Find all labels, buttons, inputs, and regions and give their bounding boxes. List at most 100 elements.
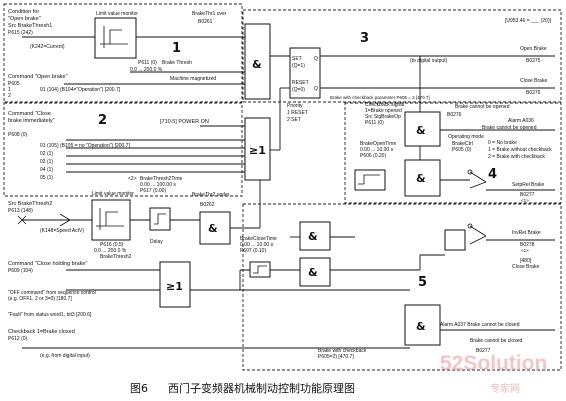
b0261-label: B0261 — [198, 19, 213, 25]
p609-label: P609 (104) — [8, 268, 33, 274]
rs-set-label: SET — [292, 56, 302, 62]
limit-monitor-2-block — [91, 199, 131, 241]
region-4-border — [344, 102, 562, 204]
brake-with-checkback-label: Brake with checkback — [318, 348, 367, 354]
cmd-close-hold-label: Command "Close holding brake" — [8, 261, 87, 267]
p607-range-label: 0.00 ... 10.00 s — [240, 242, 274, 248]
brakethresh2-label: BrakeThresh2 — [100, 254, 132, 260]
delay-block — [149, 207, 171, 231]
close-imm-l2: 02 (1) — [40, 151, 53, 157]
limit-monitor-1-block — [94, 17, 137, 59]
p605-2-label: 2 — [8, 93, 11, 99]
p605-label: P605 (0) — [452, 147, 472, 153]
close-imm-l5: 05 (1) — [40, 175, 53, 181]
p606-range-label: 0.00 ... 10.00 s — [360, 147, 394, 153]
gate-symbol-and-1: & — [252, 58, 262, 71]
region-label-2: 2 — [98, 113, 107, 128]
region-label-5: 5 — [418, 275, 427, 290]
prio2-label: 2 SET — [287, 117, 301, 123]
src-brakethresh1-label: Src BrakeThresh1 — [8, 23, 52, 29]
brakethr2-under-label: BrakeThr2 under — [192, 192, 230, 198]
b0276-label: B0276 — [447, 112, 462, 118]
caption-text: 西门子变频器机械制动控制功能原理图 — [168, 381, 355, 395]
inverter-block — [444, 229, 466, 251]
rs-flipflop — [289, 47, 321, 99]
and-gate-6 — [404, 159, 441, 197]
cmd-close-imm-label: Command "Close — [8, 111, 51, 117]
switch-icon-1 — [469, 171, 487, 189]
p605-0-label: P605 — [8, 81, 20, 87]
power-on-label: [710.5] POWER ON — [160, 119, 209, 125]
gate-symbol-and-2: & — [208, 222, 218, 235]
block-icons — [17, 26, 487, 274]
dsp-label: [U953.46 = ___ (20)] — [505, 18, 552, 24]
region-label-4: 4 — [488, 167, 497, 182]
digital-input-label: (e.g. from digital input) — [40, 353, 90, 359]
rs-qbar-label: Q — [314, 86, 318, 92]
delay-label: Delay — [150, 239, 163, 245]
region-borders — [3, 3, 562, 371]
signal-480-label: [480] — [520, 258, 532, 264]
src-brakethresh2-label: Src BrakeThresh2 — [8, 201, 52, 207]
gate-symbol-and-7: & — [416, 320, 426, 333]
and-gate-5 — [404, 111, 441, 147]
input-icon-1 — [17, 215, 27, 225]
limit-monitor-1-label: Limit value monitor — [96, 11, 138, 17]
region-1-border — [3, 3, 243, 103]
checkback-signal-label: Checkback signal — [365, 102, 404, 108]
brakectrl-label: BrakeCtrl — [452, 141, 473, 147]
brake-opened-label: 1=Brake opened — [365, 108, 402, 114]
bit-o1-label: 01 (104) (B104="Operation") [200.7] — [40, 87, 121, 93]
gate-symbol-and-3: & — [308, 230, 318, 243]
switch-contact-1 — [467, 169, 473, 175]
blocks — [91, 17, 466, 346]
closetime1-label: BrakeThresh2Time — [140, 176, 183, 182]
rs-q-label: Q — [314, 56, 318, 62]
p617-label: P617 (0.00) — [140, 188, 166, 194]
p617-range-label: 0.00 ... 100.00 s — [140, 182, 176, 188]
b0277b-label: B0277 — [476, 348, 491, 354]
fault-label: "Fault" from status word1, bit3 [200.6] — [8, 312, 92, 318]
open-time-icon — [358, 174, 380, 185]
b0278-label: B0278 — [520, 242, 535, 248]
switch-contact-2 — [467, 223, 473, 229]
src-sigbrakeop-label: Src SigBrakeOp — [365, 114, 401, 120]
rs-q0-label: (Q=0) — [292, 87, 305, 93]
brake-cannot-open2-label: Brake cannot be opened — [482, 125, 537, 131]
mode0-label: 0 = No brake — [488, 140, 517, 146]
b0276b-label: B0276 — [526, 90, 541, 96]
p605b-label: P605=2) [470.7] — [318, 354, 354, 360]
brakethr1-over-label: BrakeThr1 over — [192, 11, 227, 17]
close-time-icon — [253, 265, 267, 274]
close-imm2-label: brake immediately" — [8, 118, 55, 124]
speed-input-icon — [59, 213, 71, 227]
brake-cannot-open-label: Brake cannot be opened — [455, 104, 510, 110]
region-label-1: 1 — [172, 41, 181, 56]
p611-range-label: 0.0 ... 200.0 % — [130, 67, 163, 73]
caption-number: 图6 — [130, 382, 148, 395]
p608-label: P608 (0) — [8, 132, 28, 138]
checkback-label: Checkback 1=Brake closed — [8, 329, 75, 335]
close-imm-l4: 04 (1) — [40, 167, 53, 173]
b0262-label: B0262 — [200, 202, 215, 208]
p607-label: P607 (0.10) — [240, 248, 266, 254]
gate-symbol-and-6: & — [416, 172, 426, 185]
close-imm-l1: 01 (105) (B105 = no "Operation") [200.7] — [40, 143, 130, 149]
brake-thresh-label: Brake Thresh — [162, 60, 192, 66]
gate-symbol-or-1: ≥1 — [249, 144, 266, 157]
off-cmd-label: "OFF command" from sequence control — [8, 290, 96, 296]
p605-1-label: 1 — [8, 87, 11, 93]
close-brake-out-label: Close Brake — [520, 78, 547, 84]
switch-icon-2 — [469, 225, 487, 245]
rs-reset-label: RESET — [292, 80, 309, 86]
b0277-label: B0277 — [520, 192, 535, 198]
and-gate-7 — [404, 304, 441, 346]
p611-label: P611 (0) — [138, 60, 157, 66]
p615-label: P615 (242) — [8, 30, 33, 36]
delay-icon — [154, 213, 166, 225]
rs-q1-label: (Q=1) — [292, 63, 305, 69]
p616-range-label: 0.0 ... 200.0 % — [94, 248, 127, 254]
open-brake-q-label: "Open brake" — [8, 16, 41, 22]
